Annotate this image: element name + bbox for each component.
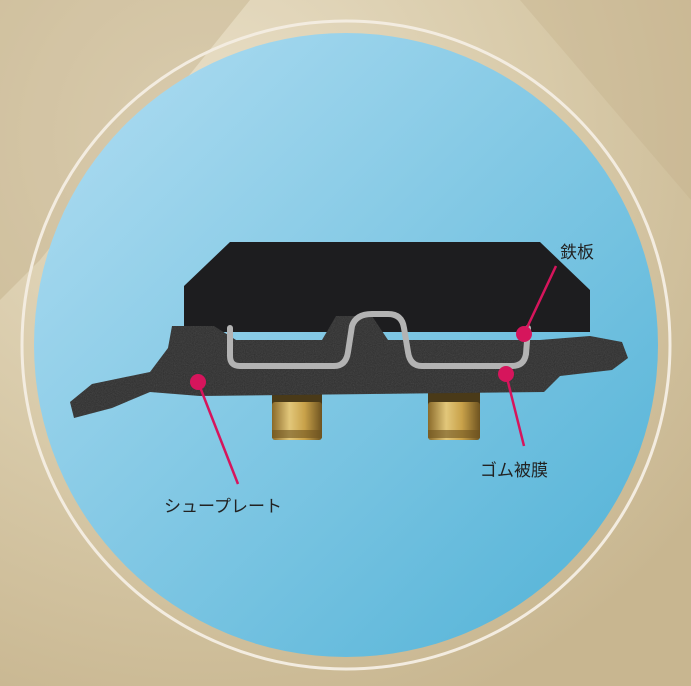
nut-left	[272, 390, 322, 440]
background-shade	[520, 0, 691, 200]
callout-iron-plate	[516, 265, 558, 342]
iron-plate	[227, 311, 531, 369]
label-iron-plate: 鉄板	[560, 243, 594, 263]
nut-right	[428, 390, 480, 440]
rubber-pad	[184, 242, 590, 332]
label-rubber-coating: ゴム被膜	[480, 461, 548, 481]
label-shoe-plate: シュープレート	[164, 497, 282, 517]
callout-shoe-plate	[190, 374, 240, 485]
outer-ring	[20, 19, 672, 671]
shoe-plate-texture	[70, 316, 628, 418]
callout-rubber-coating	[498, 366, 526, 447]
